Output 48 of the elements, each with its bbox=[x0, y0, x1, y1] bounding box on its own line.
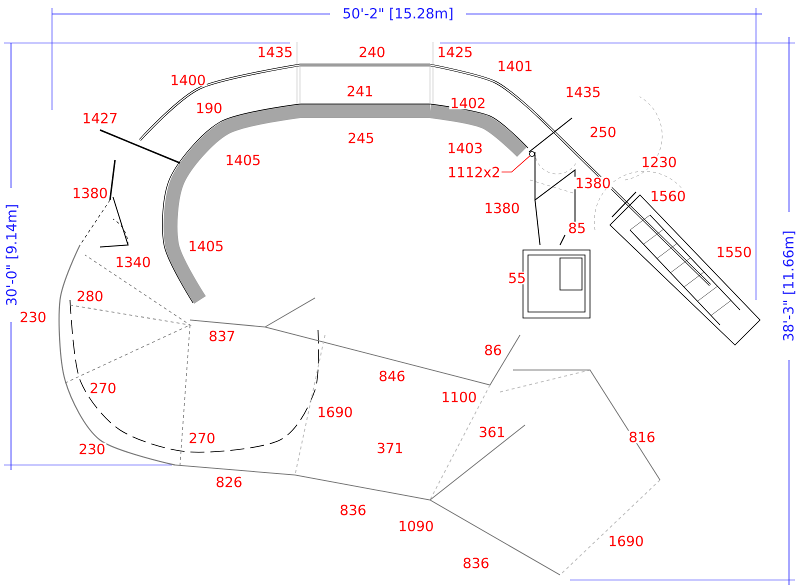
part-number: 836 bbox=[462, 556, 490, 570]
part-number: 371 bbox=[376, 442, 404, 454]
part-number: 1100 bbox=[440, 390, 478, 404]
part-number: 846 bbox=[378, 370, 406, 382]
part-number: 270 bbox=[188, 432, 216, 444]
part-number: 1550 bbox=[715, 246, 753, 258]
part-number: 245 bbox=[346, 132, 376, 144]
part-number: 836 bbox=[338, 504, 368, 516]
part-number: 826 bbox=[214, 476, 244, 488]
part-number: 1380 bbox=[483, 202, 521, 214]
part-number: 1690 bbox=[607, 534, 645, 548]
part-number: 1230 bbox=[640, 156, 678, 168]
part-number: 1405 bbox=[224, 154, 262, 166]
part-number: 1405 bbox=[187, 240, 225, 252]
part-number: 1090 bbox=[397, 520, 435, 532]
part-number: 1400 bbox=[169, 74, 207, 86]
part-number: 1380 bbox=[574, 176, 612, 190]
part-number: 1402 bbox=[449, 96, 487, 110]
part-number: 1425 bbox=[436, 46, 474, 58]
part-number: 1427 bbox=[81, 112, 119, 124]
part-number: 1435 bbox=[256, 46, 294, 58]
part-number: 816 bbox=[628, 430, 656, 444]
part-number: 270 bbox=[88, 382, 118, 394]
part-number: 230 bbox=[78, 442, 106, 456]
part-number: 230 bbox=[18, 310, 48, 324]
dimension-label: 50'-2" [15.28m] bbox=[341, 6, 455, 22]
dimension-label: 30'-0" [9.14m] bbox=[4, 202, 20, 308]
part-number: 361 bbox=[478, 426, 506, 438]
dimension-label: 38'-3" [11.66m] bbox=[782, 229, 796, 343]
part-number: 1435 bbox=[564, 86, 602, 98]
part-number: 240 bbox=[358, 46, 386, 58]
part-number: 55 bbox=[507, 272, 527, 284]
part-number: 1112x2 bbox=[449, 166, 499, 178]
leader-line bbox=[501, 156, 530, 172]
part-number: 1560 bbox=[649, 190, 687, 202]
fitting-symbol bbox=[529, 151, 535, 157]
part-number: 837 bbox=[208, 330, 236, 342]
part-number: 250 bbox=[588, 126, 618, 138]
part-number: 86 bbox=[483, 344, 503, 356]
part-number: 280 bbox=[76, 290, 104, 302]
part-number: 1340 bbox=[114, 256, 152, 268]
part-number: 1401 bbox=[496, 60, 534, 72]
part-number: 241 bbox=[346, 84, 374, 98]
part-number: 1403 bbox=[446, 142, 484, 154]
part-number: 190 bbox=[194, 102, 224, 114]
part-number: 1380 bbox=[71, 186, 109, 200]
part-number: 85 bbox=[567, 222, 587, 234]
part-number: 1690 bbox=[316, 406, 354, 418]
